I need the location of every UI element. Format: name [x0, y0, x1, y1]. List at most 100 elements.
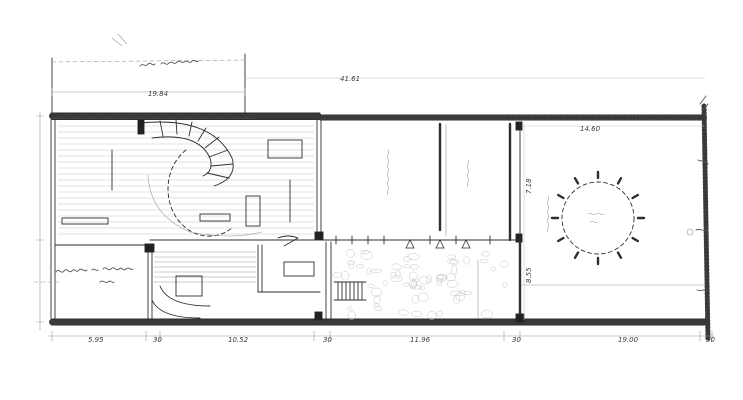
- cobblestone: [455, 292, 466, 302]
- cobblestone: [346, 259, 356, 265]
- bottom-dimension-chain: 5.95 30 10.52 30 11.96 30 19.00 30: [47, 330, 715, 344]
- dimension-right-lower: 8.55: [525, 267, 533, 283]
- right-room: 14.60: [521, 125, 705, 286]
- cobblestone: [355, 264, 364, 269]
- cobblestone: [403, 264, 412, 269]
- cobblestone: [436, 277, 443, 287]
- cobblestone: [453, 294, 461, 304]
- cobblestone: [447, 259, 457, 265]
- cobblestone: [382, 280, 388, 287]
- cobblestone: [463, 256, 471, 265]
- hall-corner-column: [314, 231, 324, 241]
- court-steps: [333, 281, 367, 301]
- entrance-arrow-1: [405, 239, 415, 249]
- annex-slash-marks: [111, 33, 128, 47]
- round-seating-chairs: [550, 170, 646, 266]
- survey-marker: [686, 228, 694, 236]
- annex-handwritten-note: [139, 59, 199, 67]
- cobblestone: [402, 256, 412, 262]
- cobblestone: [409, 279, 418, 288]
- cobblestone: [436, 310, 443, 317]
- cobblestone: [407, 253, 420, 261]
- cobblestone: [419, 285, 426, 291]
- cobblestone: [332, 271, 342, 279]
- round-seating-ring: [561, 181, 635, 255]
- dimension-bottom-1: 5.95: [88, 336, 104, 344]
- middle-room-label-scribble: [387, 149, 389, 196]
- cobblestone: [348, 261, 354, 270]
- hall-table: [245, 195, 261, 227]
- annex-top-line: [51, 59, 246, 63]
- hall-bench: [199, 213, 231, 222]
- cobblestone: [435, 275, 448, 280]
- middle-room-label-scribble-2: [467, 159, 469, 188]
- cobblestone: [360, 250, 374, 260]
- cobblestone: [491, 266, 497, 272]
- cobblestone: [451, 265, 458, 275]
- cobblestone: [360, 250, 370, 255]
- bottom-dimension-ticks: [51, 330, 713, 342]
- hall-sideboard: [61, 217, 109, 225]
- stair-tread: [208, 149, 229, 158]
- entrance-arrow-3: [461, 239, 471, 249]
- cobblestone: [347, 306, 353, 311]
- spiral-stair-outer: [139, 121, 234, 187]
- hall-door-swing: [277, 235, 299, 247]
- cobblestone: [463, 291, 472, 295]
- stair-tread: [197, 127, 207, 142]
- cobblestone: [389, 271, 397, 278]
- cobblestone: [373, 294, 381, 304]
- cobblestone: [458, 290, 466, 296]
- stair-well-column: [144, 243, 155, 253]
- dimension-top-overall: 41.61: [340, 75, 360, 83]
- cobblestone: [446, 280, 459, 288]
- stair-tread: [159, 120, 164, 137]
- cobblestone: [408, 271, 418, 281]
- cobblestone: [403, 282, 411, 287]
- cobblestone: [480, 259, 489, 264]
- chair-mark: [557, 193, 565, 200]
- dimension-bottom-8: 30: [706, 336, 715, 344]
- cobblestone: [373, 306, 383, 312]
- dimension-bottom-2: 30: [153, 336, 162, 344]
- chair-mark: [616, 251, 623, 259]
- stair-tread: [210, 163, 234, 167]
- spiral-stair-inner: [151, 136, 212, 177]
- lower-room-column: [314, 311, 323, 321]
- paved-courtyard: [325, 238, 525, 324]
- hall-floor-hatching: [57, 125, 315, 235]
- stair-head-post: [137, 119, 145, 135]
- stair-tread: [204, 136, 220, 149]
- chair-mark: [616, 176, 623, 185]
- dimension-right-room-width: 14.60: [580, 125, 601, 133]
- cobblestone: [347, 311, 356, 320]
- east-wall-hatched: [701, 103, 711, 343]
- cobblestone: [418, 276, 431, 285]
- stair-tread: [175, 119, 178, 135]
- right-room-label-scribble: [547, 195, 549, 233]
- round-seating-label-scribble: [587, 213, 605, 223]
- cobblestone: [367, 283, 375, 288]
- cobblestone: [390, 275, 403, 283]
- cobblestone: [411, 294, 420, 304]
- dimension-bottom-7: 19.00: [618, 336, 639, 344]
- cobblestone: [370, 287, 383, 297]
- lower-room-cabinet: [283, 261, 315, 277]
- cobblestone: [502, 281, 508, 288]
- chair-mark: [631, 236, 639, 243]
- partition-column-top: [515, 121, 523, 131]
- dimension-bottom-4: 30: [323, 336, 332, 344]
- cobblestone: [366, 267, 372, 276]
- main-hall: [57, 119, 324, 247]
- cobblestone: [427, 311, 437, 320]
- cobblestone: [346, 249, 355, 258]
- stair-tread: [206, 172, 230, 179]
- chair-mark: [557, 236, 565, 243]
- cobblestone: [397, 309, 409, 316]
- cobblestone: [445, 273, 457, 282]
- chair-mark: [573, 251, 580, 259]
- cobblestone: [418, 292, 429, 302]
- stair-sweep-arc: [167, 149, 233, 237]
- cobblestone: [371, 268, 382, 274]
